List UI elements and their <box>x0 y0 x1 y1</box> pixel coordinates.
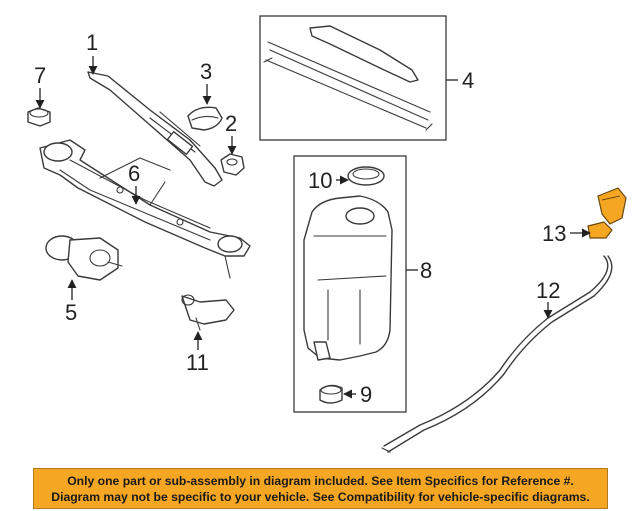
pivot-cap <box>187 106 223 131</box>
pivot-nut <box>220 153 245 176</box>
reservoir-box <box>293 155 407 413</box>
reservoir-cap <box>347 166 385 186</box>
callout-11: 11 <box>186 350 209 375</box>
mounting-bolt <box>27 107 51 127</box>
callout-3: 3 <box>200 59 212 84</box>
callout-9: 9 <box>360 382 372 407</box>
pump-grommet <box>319 384 343 404</box>
callout-12: 12 <box>536 278 560 303</box>
callout-13: 13 <box>542 221 566 246</box>
wiper-linkage <box>39 139 251 279</box>
callout-10: 10 <box>308 168 332 193</box>
washer-pump <box>181 294 235 331</box>
wiper-blade <box>263 25 433 131</box>
washer-nozzle-highlighted <box>587 187 627 239</box>
wiper-blade-box <box>259 15 447 141</box>
callout-6: 6 <box>128 161 140 186</box>
washer-hose <box>381 255 613 453</box>
washer-reservoir <box>303 195 393 361</box>
disclaimer-line-2: Diagram may not be specific to your vehi… <box>51 489 590 504</box>
callout-7: 7 <box>34 63 46 88</box>
disclaimer-banner: Only one part or sub-assembly in diagram… <box>33 468 608 509</box>
wiper-motor <box>45 235 123 281</box>
callout-1: 1 <box>86 30 98 55</box>
callout-8: 8 <box>420 258 432 283</box>
callout-4: 4 <box>462 68 474 93</box>
wiper-arm <box>87 71 223 187</box>
leader-lines <box>35 56 591 399</box>
disclaimer-line-1: Only one part or sub-assembly in diagram… <box>67 473 574 488</box>
callout-5: 5 <box>65 300 77 325</box>
parts-diagram: 1 2 3 4 5 6 7 8 9 10 11 12 13 <box>27 15 627 453</box>
callout-2: 2 <box>225 111 237 136</box>
